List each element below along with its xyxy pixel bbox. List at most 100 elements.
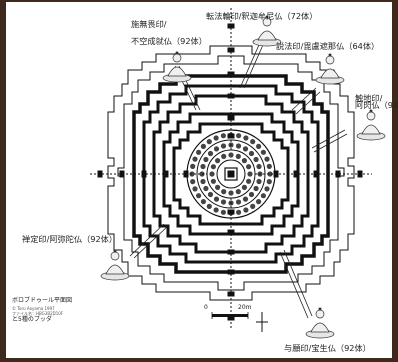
stupa xyxy=(266,163,272,169)
gallery-3 xyxy=(152,94,310,254)
stupa xyxy=(266,179,272,185)
stupa xyxy=(210,178,216,184)
stair-block xyxy=(227,209,235,215)
buddha-figure xyxy=(162,51,192,83)
stupa xyxy=(213,146,220,152)
stupa xyxy=(196,193,202,199)
stupa xyxy=(200,143,206,149)
circular-terrace-4 xyxy=(216,159,246,189)
stupa xyxy=(243,207,249,213)
gallery-5 xyxy=(172,122,290,226)
buddha-figure xyxy=(252,15,282,47)
stair-block xyxy=(335,170,341,178)
stupa xyxy=(203,156,209,163)
label-vitarka-mudra: 説法印/毘盧遮那仏（64体） xyxy=(276,41,380,51)
stair-block xyxy=(183,170,189,178)
stair-block xyxy=(227,93,235,99)
stupa xyxy=(250,139,256,145)
stupa xyxy=(228,152,234,158)
buddha-figure xyxy=(315,53,345,85)
stupa xyxy=(242,196,249,202)
title-line-1: ボロブドゥール平面図 xyxy=(12,297,73,304)
stupa xyxy=(235,189,241,195)
stupa xyxy=(192,186,198,192)
stupa-rings xyxy=(189,132,273,216)
scale-zero: 0 xyxy=(204,304,208,311)
terrace-outline-1 xyxy=(107,45,355,301)
gallery-4 xyxy=(162,112,300,236)
stair-block xyxy=(141,170,147,178)
buddha-figure xyxy=(305,307,335,339)
stupa xyxy=(207,150,214,157)
stair-block xyxy=(227,249,235,255)
stair-block xyxy=(227,23,235,29)
stupa xyxy=(220,209,226,215)
stair-block xyxy=(227,291,235,297)
stupa xyxy=(228,190,234,196)
stupa xyxy=(264,156,270,162)
scale-bar xyxy=(211,312,249,319)
stupa xyxy=(250,203,256,209)
stupa xyxy=(206,203,212,209)
stair-block xyxy=(227,229,235,235)
stupa xyxy=(192,156,198,162)
stupa xyxy=(210,164,216,170)
copyright-line-2: ファイル名：HBG3B2D10F xyxy=(12,311,64,316)
stupa xyxy=(213,207,219,213)
stupa xyxy=(215,158,221,164)
stair-block xyxy=(227,269,235,275)
buddha-figure xyxy=(100,249,130,281)
stupa xyxy=(200,199,206,205)
label-dhyana-mudra: 禅定印/阿弥陀仏（92体） xyxy=(22,234,118,244)
stupa xyxy=(220,143,227,149)
stair-block xyxy=(227,47,235,53)
stupa xyxy=(253,185,259,192)
stupa xyxy=(264,186,270,192)
stupa xyxy=(190,163,196,169)
stair-block xyxy=(273,170,279,178)
stupa xyxy=(213,196,220,202)
stupa xyxy=(206,139,212,145)
diagram-panel: 施無畏印/ 不空成就仏（92体） 転法輪印/釈迦牟尼仏（72体） 説法印/毘盧遮… xyxy=(6,2,398,358)
label-bhumisparsa-mudra-1: 触地印/ xyxy=(355,93,383,103)
stupa xyxy=(248,191,255,198)
main-stupa xyxy=(224,167,238,181)
terrace-outline-2 xyxy=(117,55,345,291)
stupa xyxy=(213,135,219,141)
stupa xyxy=(209,171,215,177)
label-bhumisparsa-mudra-2: 阿閃仏（92 xyxy=(355,100,398,110)
stupa xyxy=(248,150,255,157)
stupa xyxy=(235,199,242,205)
stairways xyxy=(90,8,372,330)
title-line-2: と5種のブッダ xyxy=(12,316,52,323)
stupa xyxy=(215,184,221,190)
stupa xyxy=(256,163,262,170)
stupa xyxy=(200,178,206,185)
stupa xyxy=(235,153,241,159)
stupa xyxy=(256,199,262,205)
copyright-line-1: © Toru Aoyama 1997 xyxy=(12,306,55,311)
stupa xyxy=(247,171,253,177)
gallery-1 xyxy=(132,74,330,274)
stupa xyxy=(246,178,252,184)
callout-lines xyxy=(129,37,348,319)
stupa xyxy=(243,135,249,141)
buddha-figure xyxy=(356,109,386,141)
gallery-2 xyxy=(142,84,320,264)
label-dharmacakra-mudra: 転法輪印/釈迦牟尼仏（72体） xyxy=(206,11,318,21)
stupa xyxy=(220,133,226,139)
stupa xyxy=(256,178,262,185)
stair-block xyxy=(163,170,169,178)
stupa xyxy=(236,209,242,215)
stair-block xyxy=(227,71,235,77)
stupa xyxy=(267,171,273,177)
stupa xyxy=(235,143,242,149)
stupa xyxy=(236,133,242,139)
stupa xyxy=(207,191,214,198)
stupa xyxy=(241,158,247,164)
label-abhaya-mudra-1: 施無畏印/ xyxy=(131,19,167,29)
stair-block xyxy=(119,170,125,178)
stair-block xyxy=(293,170,299,178)
stupa xyxy=(242,146,249,152)
stupa xyxy=(221,153,227,159)
